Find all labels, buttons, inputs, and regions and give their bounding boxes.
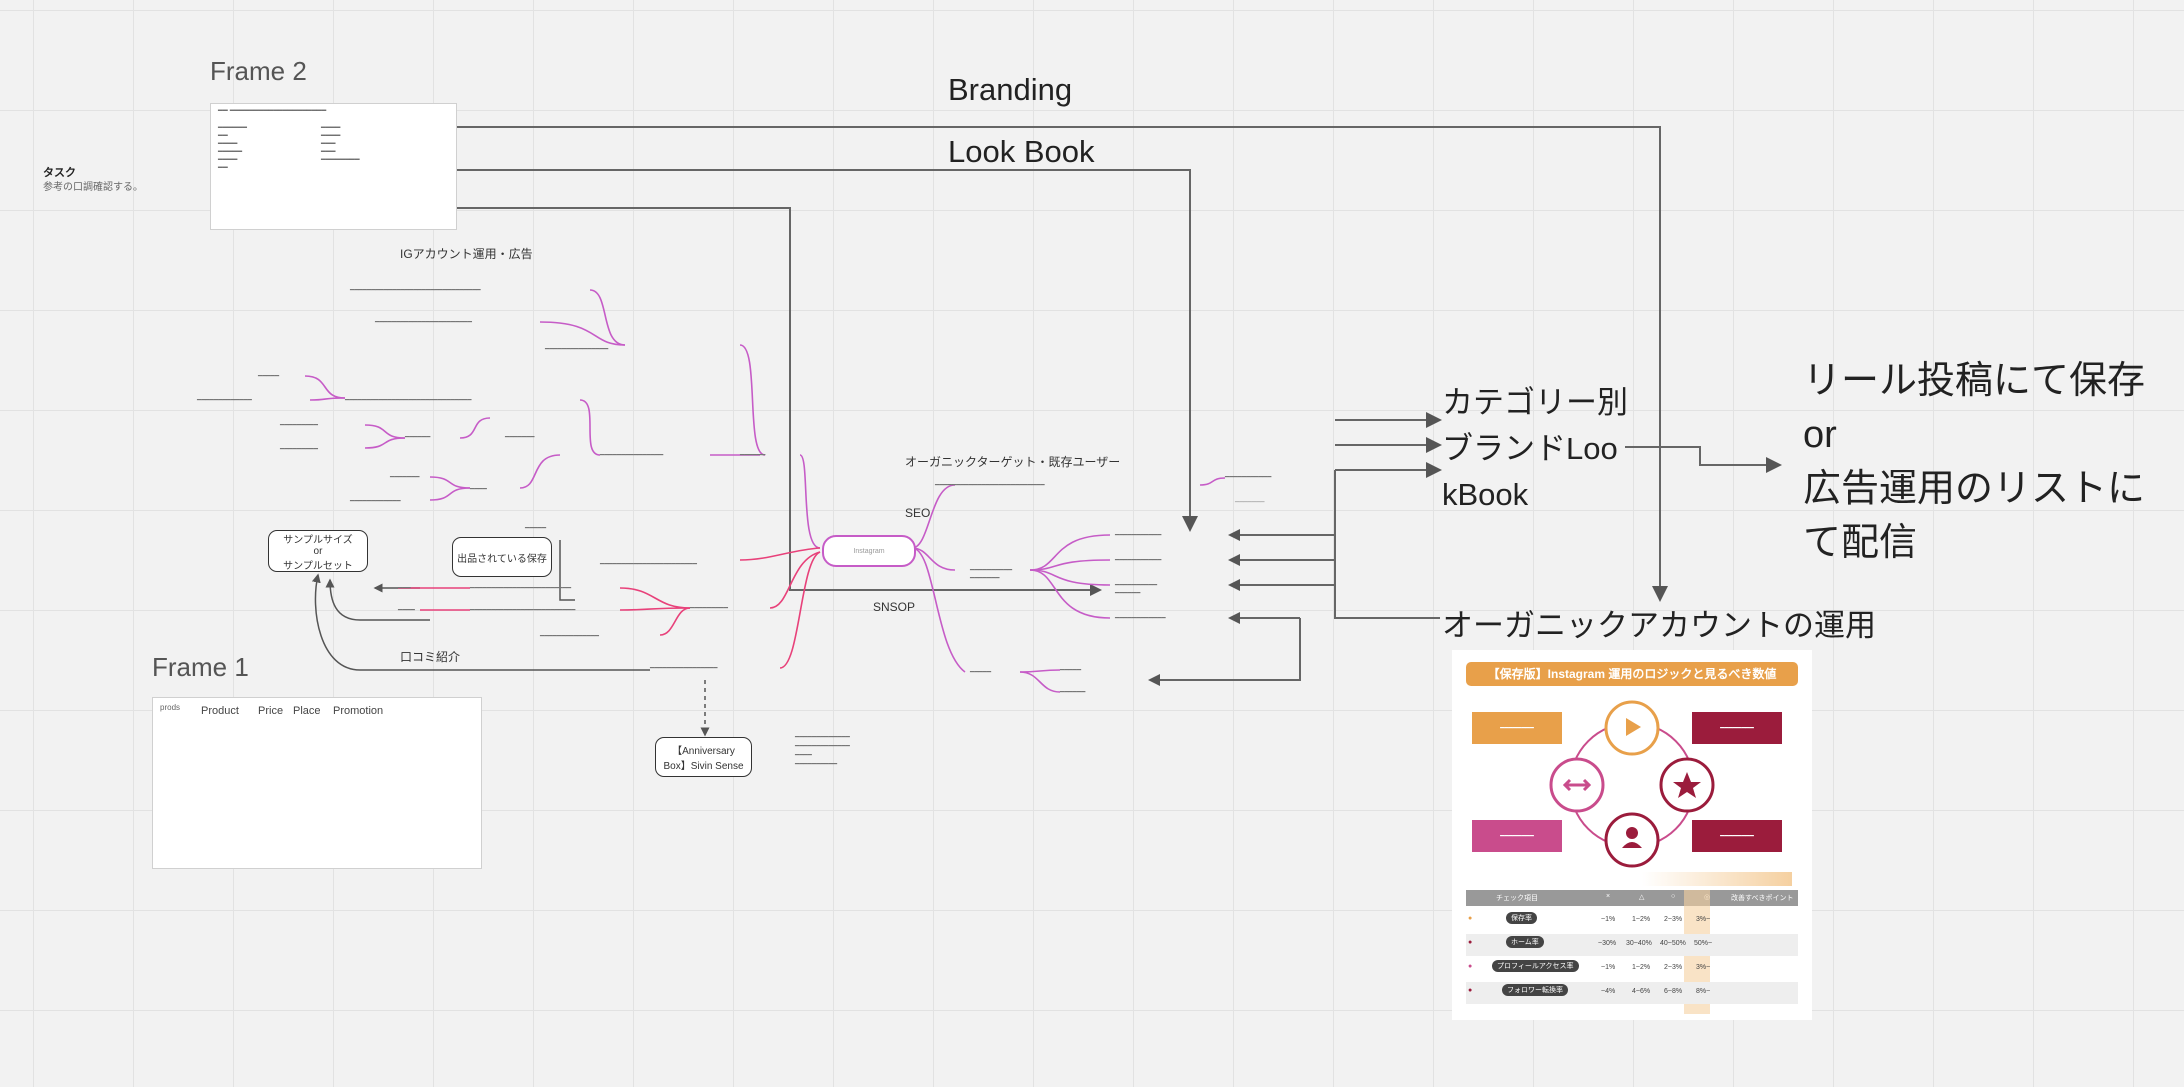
seo-label: SEO [905,506,931,520]
lookbook-label: Look Book [948,134,1095,169]
mindmap-node: ━━━━━━━━━━━━━━━━ [1115,582,1158,597]
infographic-row: ● フォロワー転換率 ~4% 4~6% 6~8% 8%~ [1466,982,1798,1004]
snsop-label: SNSOP [873,600,916,614]
infographic-label: ━━━━━━━━ [1472,820,1562,852]
infographic-label: ━━━━━━━━ [1692,712,1782,744]
frame1-col-promotion: Promotion [333,705,384,717]
connector-frame2-hub [455,207,1102,596]
infographic-table-header: チェック項目 × △ ○ ◎ 改善すべきポイント [1466,890,1798,906]
frame1-col-price: Price [258,705,284,717]
mindmap-node: ━━━━━━━━━━━━ [1115,615,1166,622]
anniversary-box[interactable]: 【Anniversary Box】Sivin Sense [655,737,752,777]
infographic-row: ● プロフィールアクセス率 ~1% 1~2% 2~3% 3%~ [1466,958,1798,980]
connector-branding [455,126,1668,602]
mindmap-node: ━━━━━ [1060,667,1082,674]
mindmap-node: ━━━━━━━━━━━━━━━━━━━━━━━━━ [470,607,576,614]
mindmap-node: ━━━━━━━━━━━━━━━ [545,346,609,353]
instagram-hub-node[interactable]: Instagram [822,535,916,567]
kuchikomi-label: 口コミ紹介 [400,650,461,664]
mindmap-node: ━━━━━━━━━━━━━━━━━━━━━━━━━━━━━━ [345,397,472,404]
mindmap-node: ━━━━━━━━━━━━━━━━━━━━━━━━━━━━━━━ [350,287,481,294]
mindmap-node: ━━━━━ [525,525,547,532]
mindmap-node: ━━━━━━━ [1235,499,1265,506]
mindmap-node: ━━━━━━ [405,434,431,441]
mindmap-node: ━━━━━━━━━━━━━━━━━━━━━━━ [600,561,697,568]
infographic-cycle [1549,700,1715,868]
mindmap-node: ━━━━━━━━━━━━━━━━ [650,665,718,672]
reel-distribution-text: リール投稿にて保存 or 広告運用のリストに て配信 [1803,360,2146,564]
organic-account-text: オーガニックアカウントの運用 [1442,608,1876,643]
frame1-col-place: Place [293,705,321,717]
frame1-col-product: Product [201,705,239,717]
infographic-row: ● ホーム率 ~30% 30~40% 40~50% 50%~ [1466,934,1798,956]
mindmap-node: ━━━━━━━━━━━━━━━━━━━━━━━━━━ [935,482,1045,489]
mindmap-node: ━━━ [398,585,411,592]
mindmap-node: ━━━━━━━━━━━━━ [197,397,252,404]
category-lookbook-text: カテゴリー別 ブランドLoo kBook [1442,385,1628,512]
mindmap-node: ━━━━━━━━━━━━━━━━━ [970,567,1013,582]
task-title: タスク [43,167,76,179]
mindmap-node: ━━━━ [398,607,415,614]
frame2-content: ━━ ━━━━━━━━━━━━━━━━━━━━ [218,106,327,115]
mindmap-node: ━━━━━━ [740,452,766,459]
infographic-label: ━━━━━━━━ [1472,712,1562,744]
mindmap-node: ━━━━━━━━━━━━━━━━━━━━━━━━━━━━━━━━━━━━━━━━ [795,734,850,768]
mindmap-node: ━━━━━━━ [390,474,420,481]
mindmap-node: ━━━━━━━━━━━━━━━━━━━━━━━━ [470,585,572,592]
mindmap-node: ━━━━━━ [1060,689,1086,696]
organic-target-heading: オーガニックターゲット・既存ユーザー [905,455,1121,469]
mindmap-node: ━━━━━ [970,669,992,676]
mindmap-node: ━━━━━━━━━━━ [1115,532,1162,539]
mindmap-node: ━━━━━━━ [505,434,535,441]
frame2-card[interactable]: ━━ ━━━━━━━━━━━━━━━━━━━━ ━━━━━━━━━━━━━━━━… [210,103,457,230]
mindmap-node: ━━━━━━━━━━━━━━ [540,633,600,640]
task-subtitle: 参考の口調確認する。 [43,182,143,193]
frame1-label: Frame 1 [152,652,249,682]
mindmap-node: ━━━━━━━━━━━━━━━━━━━━━━━ [375,319,472,326]
mindmap-node: ━━━━━━━━━ [690,605,728,612]
infographic-title: 【保存版】Instagram 運用のロジックと見るべき数値 [1466,662,1798,686]
frame1-corner: prods [160,703,181,712]
mindmap-node: ━━━━━━━━━ [280,422,318,429]
infographic-row: ● 保存率 ~1% 1~2% 2~3% 3%~ [1466,910,1798,932]
mindmap-node: ━━━━━━━━━━━━ [350,498,401,505]
mindmap-node: ━━━━━━━━━━━ [1115,557,1162,564]
instagram-infographic[interactable]: 【保存版】Instagram 運用のロジックと見るべき数値 ━━━━━━━━ ━… [1452,650,1812,1020]
frame2-label: Frame 2 [210,56,307,86]
mindmap-node: ━━━━━━━━━ [280,446,318,453]
frame1-card[interactable]: prods Product Price Place Promotion [152,697,482,869]
mindmap-node: ━━━━ [470,486,487,493]
infographic-label: ━━━━━━━━ [1692,820,1782,852]
branding-label: Branding [948,72,1073,107]
sample-box[interactable]: サンプルサイズ or サンプルセット [268,530,368,572]
mindmap-node: ━━━━━ [258,373,280,380]
mindmap-node: ━━━━━━━━━━━ [1225,474,1272,481]
mindmap-node: ━━━━━━━━━━━━━━━ [600,452,664,459]
ig-section-heading: IGアカウント運用・広告 [400,247,533,261]
used-box[interactable]: 出品されている保存 [452,537,552,577]
